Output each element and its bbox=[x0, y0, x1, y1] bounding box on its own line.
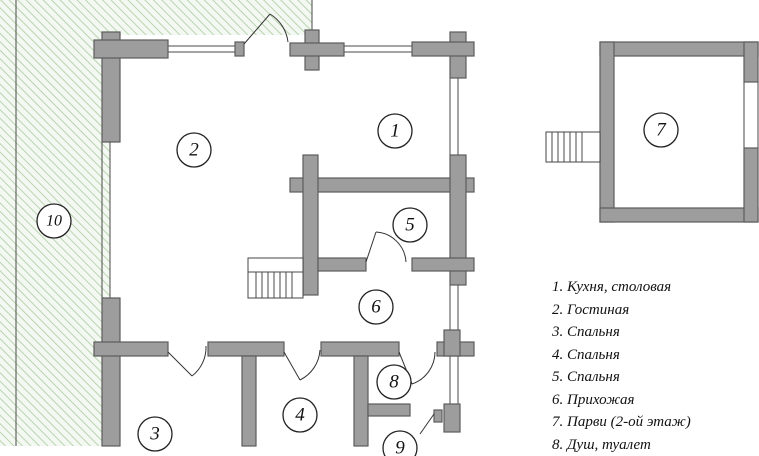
legend-item: 8. Душ, туалет bbox=[552, 434, 691, 456]
room-number-6: 6 bbox=[371, 297, 381, 318]
room-number-10: 10 bbox=[46, 213, 62, 230]
legend-item: 6. Прихожая bbox=[552, 389, 691, 412]
room-marker-1: 1 bbox=[378, 114, 412, 148]
room-number-7: 7 bbox=[656, 120, 667, 141]
sauna-building bbox=[600, 42, 758, 222]
room-number-3: 3 bbox=[149, 424, 160, 445]
room-legend: 1. Кухня, столовая 2. Гостиная 3. Спальн… bbox=[552, 276, 691, 456]
room-marker-8: 8 bbox=[377, 365, 411, 399]
room-marker-3: 3 bbox=[138, 417, 172, 451]
room-number-1: 1 bbox=[390, 121, 400, 142]
room-number-5: 5 bbox=[405, 215, 415, 236]
room-number-2: 2 bbox=[189, 140, 199, 161]
legend-item: 4. Спальня bbox=[552, 344, 691, 367]
room-marker-10: 10 bbox=[37, 204, 71, 238]
room-number-8: 8 bbox=[389, 372, 399, 393]
legend-item: 7. Парви (2-ой этаж) bbox=[552, 411, 691, 434]
room-number-4: 4 bbox=[295, 405, 305, 426]
room-marker-6: 6 bbox=[359, 290, 393, 324]
legend-item: 1. Кухня, столовая bbox=[552, 276, 691, 299]
legend-item: 2. Гостиная bbox=[552, 299, 691, 322]
room-marker-5: 5 bbox=[393, 208, 427, 242]
stairs-main bbox=[248, 258, 303, 298]
room-marker-7: 7 bbox=[644, 113, 678, 147]
room-marker-9: 9 bbox=[383, 431, 417, 456]
room-marker-2: 2 bbox=[177, 133, 211, 167]
room-marker-4: 4 bbox=[283, 398, 317, 432]
legend-item: 3. Спальня bbox=[552, 321, 691, 344]
room-number-9: 9 bbox=[395, 438, 405, 456]
stairs-sauna bbox=[546, 132, 600, 162]
legend-item: 5. Спальня bbox=[552, 366, 691, 389]
